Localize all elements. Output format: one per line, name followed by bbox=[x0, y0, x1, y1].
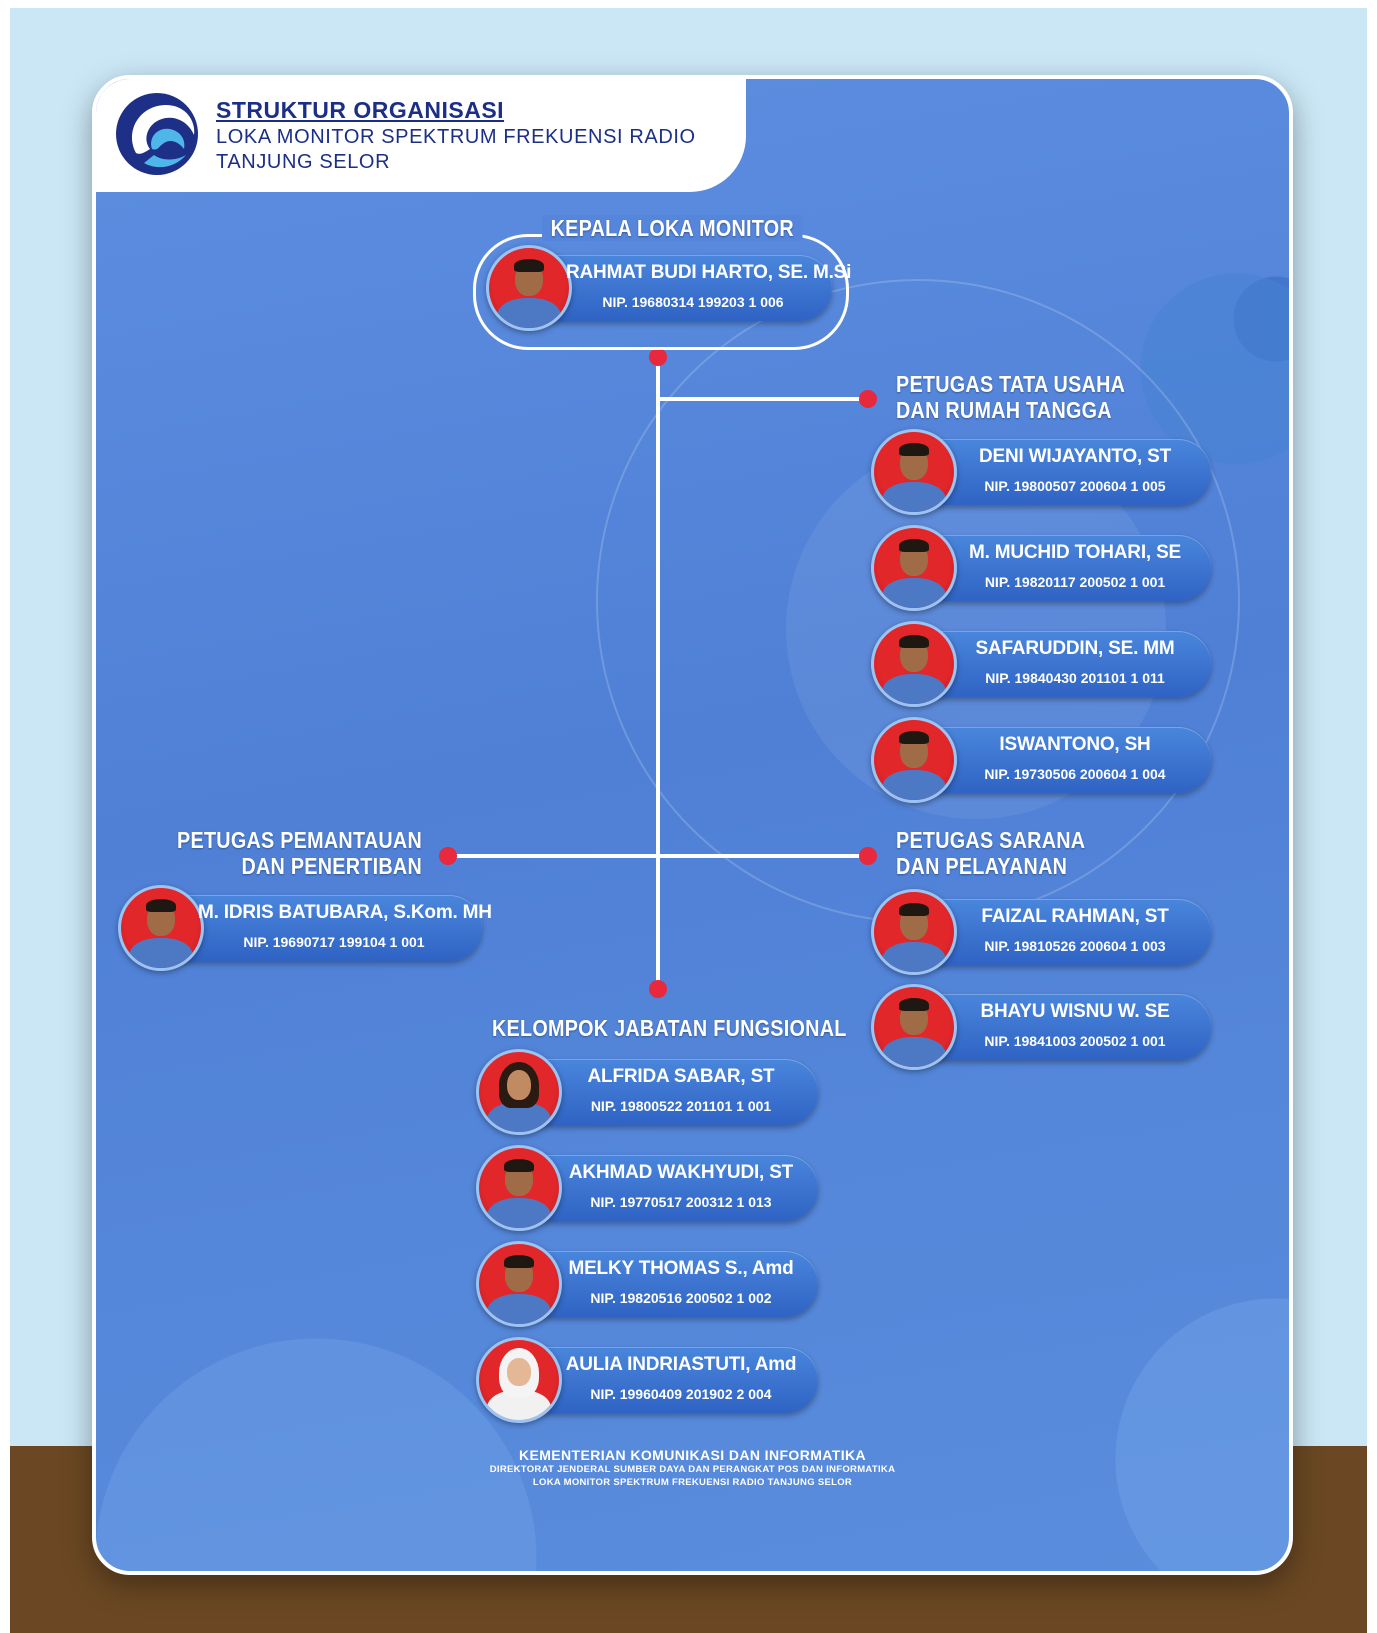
header-banner: STRUKTUR ORGANISASI LOKA MONITOR SPEKTRU… bbox=[96, 79, 746, 192]
member-photo bbox=[486, 245, 572, 331]
section-title-line1: PETUGAS SARANA bbox=[896, 827, 1086, 853]
footer-ministry: KEMENTERIAN KOMUNIKASI DAN INFORMATIKA bbox=[518, 1447, 867, 1463]
footer-office: LOKA MONITOR SPEKTRUM FREKUENSI RADIO TA… bbox=[532, 1477, 853, 1488]
member-pill bbox=[911, 439, 1211, 505]
member-nip: NIP. 19960409 201902 2 004 bbox=[590, 1386, 772, 1402]
connector-dot-tata-usaha bbox=[859, 390, 877, 408]
member-card: FAIZAL RAHMAN, ST NIP. 19810526 200604 1… bbox=[871, 889, 1211, 975]
footer-directorate: DIREKTORAT JENDERAL SUMBER DAYA DAN PERA… bbox=[489, 1464, 896, 1475]
poster-title: STRUKTUR ORGANISASI bbox=[216, 97, 505, 123]
member-photo bbox=[871, 429, 957, 515]
member-pill bbox=[158, 895, 482, 961]
member-card: ALFRIDA SABAR, ST NIP. 19800522 201101 1… bbox=[476, 1049, 818, 1135]
member-name: FAIZAL RAHMAN, ST bbox=[981, 906, 1169, 927]
member-card: MELKY THOMAS S., Amd NIP. 19820516 20050… bbox=[476, 1241, 818, 1327]
member-photo bbox=[871, 889, 957, 975]
member-name: M. IDRIS BATUBARA, S.Kom. MH bbox=[198, 902, 492, 923]
member-pill bbox=[911, 994, 1211, 1060]
section-title-line2: DAN PELAYANAN bbox=[896, 853, 1068, 879]
connector-lines bbox=[439, 348, 877, 998]
section-title-pemantauan: PETUGAS PEMANTAUAN DAN PENERTIBAN bbox=[176, 827, 422, 879]
member-nip: NIP. 19690717 199104 1 001 bbox=[243, 934, 425, 950]
member-name: DENI WIJAYANTO, ST bbox=[978, 446, 1172, 467]
member-name: SAFARUDDIN, SE. MM bbox=[975, 638, 1175, 659]
member-photo bbox=[476, 1337, 562, 1423]
section-title-tata-usaha: PETUGAS TATA USAHA DAN RUMAH TANGGA bbox=[896, 371, 1125, 423]
connector-dot-top bbox=[649, 348, 667, 366]
member-nip: NIP. 19770517 200312 1 013 bbox=[590, 1194, 772, 1210]
member-pill bbox=[516, 1155, 818, 1221]
member-pill bbox=[516, 1347, 818, 1413]
member-photo bbox=[476, 1145, 562, 1231]
member-card: ISWANTONO, SH NIP. 19730506 200604 1 004 bbox=[871, 717, 1211, 803]
connector-dot-sarana bbox=[859, 847, 877, 865]
section-title-kepala: KEPALA LOKA MONITOR bbox=[542, 215, 803, 241]
member-name: MELKY THOMAS S., Amd bbox=[568, 1258, 794, 1279]
member-pill bbox=[516, 1059, 818, 1125]
member-card: RAHMAT BUDI HARTO, SE. M.Si NIP. 1968031… bbox=[486, 245, 852, 331]
member-photo bbox=[871, 525, 957, 611]
member-photo bbox=[871, 621, 957, 707]
member-photo bbox=[476, 1049, 562, 1135]
connector-dot-bottom bbox=[649, 980, 667, 998]
member-card: BHAYU WISNU W. SE NIP. 19841003 200502 1… bbox=[871, 984, 1211, 1070]
section-title-line2: DAN RUMAH TANGGA bbox=[896, 397, 1112, 423]
member-card: AKHMAD WAKHYUDI, ST NIP. 19770517 200312… bbox=[476, 1145, 818, 1231]
member-name: AKHMAD WAKHYUDI, ST bbox=[568, 1162, 794, 1183]
poster-subtitle-line2: TANJUNG SELOR bbox=[216, 151, 391, 173]
member-card: M. MUCHID TOHARI, SE NIP. 19820117 20050… bbox=[871, 525, 1211, 611]
member-card: M. IDRIS BATUBARA, S.Kom. MH NIP. 196907… bbox=[118, 885, 492, 971]
poster-subtitle-line1: LOKA MONITOR SPEKTRUM FREKUENSI RADIO bbox=[216, 126, 696, 148]
member-pill bbox=[911, 631, 1211, 697]
section-title-line1: PETUGAS TATA USAHA bbox=[896, 371, 1126, 397]
member-name: M. MUCHID TOHARI, SE bbox=[968, 542, 1182, 563]
member-card: AULIA INDRIASTUTI, Amd NIP. 19960409 201… bbox=[476, 1337, 818, 1423]
member-pill bbox=[516, 1251, 818, 1317]
member-nip: NIP. 19840430 201101 1 011 bbox=[985, 670, 1165, 686]
member-card: DENI WIJAYANTO, ST NIP. 19800507 200604 … bbox=[871, 429, 1211, 515]
section-title-sarana: PETUGAS SARANA DAN PELAYANAN bbox=[896, 827, 1085, 879]
member-nip: NIP. 19800522 201101 1 001 bbox=[590, 1098, 772, 1114]
member-name: ALFRIDA SABAR, ST bbox=[587, 1066, 775, 1087]
member-pill bbox=[911, 727, 1211, 793]
member-card: SAFARUDDIN, SE. MM NIP. 19840430 201101 … bbox=[871, 621, 1211, 707]
org-chart-poster: STRUKTUR ORGANISASI LOKA MONITOR SPEKTRU… bbox=[92, 75, 1293, 1575]
member-name: BHAYU WISNU W. SE bbox=[980, 1001, 1170, 1022]
section-title-line1: PETUGAS PEMANTAUAN bbox=[177, 827, 422, 853]
member-nip: NIP. 19820117 200502 1 001 bbox=[984, 574, 1166, 590]
member-nip: NIP. 19841003 200502 1 001 bbox=[984, 1033, 1166, 1049]
member-photo bbox=[871, 984, 957, 1070]
member-name: RAHMAT BUDI HARTO, SE. M.Si bbox=[566, 262, 852, 283]
member-nip: NIP. 19820516 200502 1 002 bbox=[590, 1290, 772, 1306]
connector-dot-pemantauan bbox=[439, 847, 457, 865]
section-title-fungsional: KELOMPOK JABATAN FUNGSIONAL bbox=[492, 1015, 847, 1041]
member-pill bbox=[911, 899, 1211, 965]
member-nip: NIP. 19680314 199203 1 006 bbox=[602, 294, 784, 310]
kominfo-logo-icon bbox=[116, 93, 198, 175]
member-name: AULIA INDRIASTUTI, Amd bbox=[565, 1354, 797, 1375]
member-nip: NIP. 19730506 200604 1 004 bbox=[984, 766, 1166, 782]
member-pill bbox=[911, 535, 1211, 601]
member-photo bbox=[871, 717, 957, 803]
poster-subtitle: LOKA MONITOR SPEKTRUM FREKUENSI RADIO TA… bbox=[216, 125, 736, 175]
member-pill bbox=[526, 255, 832, 321]
section-title-line2: DAN PENERTIBAN bbox=[241, 853, 422, 879]
member-nip: NIP. 19800507 200604 1 005 bbox=[984, 478, 1166, 494]
member-nip: NIP. 19810526 200604 1 003 bbox=[984, 938, 1166, 954]
member-name: ISWANTONO, SH bbox=[999, 734, 1151, 755]
poster-footer: KEMENTERIAN KOMUNIKASI DAN INFORMATIKA D… bbox=[96, 1447, 1289, 1489]
member-photo bbox=[118, 885, 204, 971]
member-photo bbox=[476, 1241, 562, 1327]
